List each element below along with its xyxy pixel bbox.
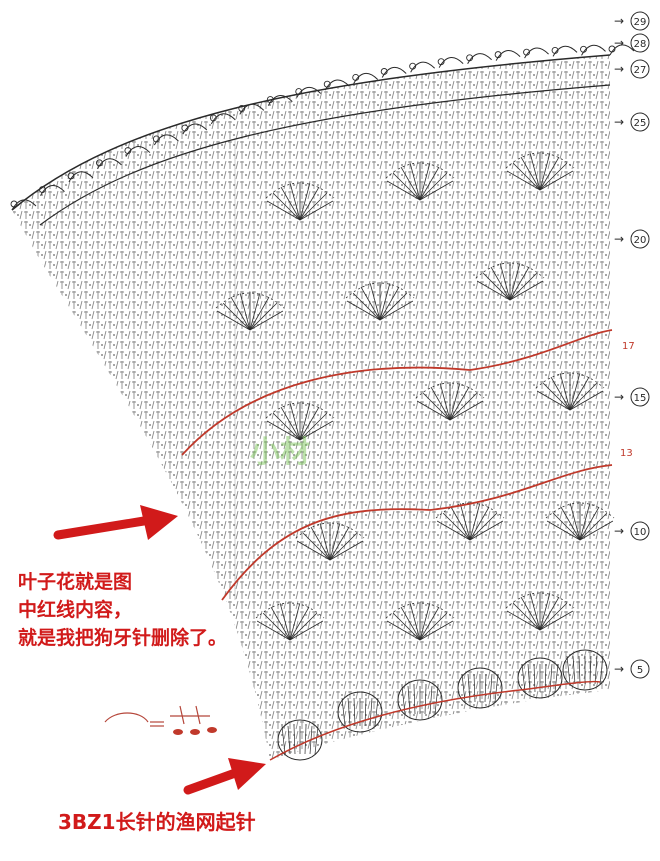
row-marker-13: 13 [620, 448, 633, 459]
right-arrow-icon: → [614, 524, 624, 538]
svg-text:5: 5 [637, 665, 643, 676]
right-arrow-icon: → [614, 14, 624, 28]
fan-stitches [215, 152, 615, 641]
row-marker-10: → 10 [614, 521, 650, 541]
svg-text:10: 10 [634, 527, 647, 538]
row-marker-20: → 20 [614, 229, 650, 249]
right-arrow-icon: → [614, 662, 624, 676]
right-arrow-icon: → [614, 36, 624, 50]
stitch-symbol-icon [104, 705, 217, 735]
leaf-flower-note: 叶子花就是图 中红线内容， 就是我把狗牙针删除了。 [18, 568, 227, 652]
right-arrow-icon [183, 758, 266, 795]
svg-text:15: 15 [634, 393, 647, 404]
right-arrow-icon: → [614, 390, 624, 404]
svg-text:29: 29 [634, 17, 647, 28]
row-marker-15: → 15 [614, 387, 650, 407]
svg-text:27: 27 [634, 65, 647, 76]
row-marker-25: → 25 [614, 112, 650, 132]
row-marker-17: 17 [622, 341, 635, 352]
svg-text:28: 28 [634, 39, 647, 50]
start-caption: 3BZ1长针的渔网起针 [58, 810, 256, 834]
right-arrow-icon: → [614, 232, 624, 246]
note-line: 中红线内容， [18, 599, 133, 621]
note-line: 就是我把狗牙针删除了。 [18, 627, 228, 649]
watermark: 小材 [250, 435, 310, 470]
svg-text:17: 17 [622, 341, 635, 352]
row-marker-28: → 28 [614, 33, 650, 53]
red-highlight-lines [181, 329, 613, 761]
svg-text:13: 13 [620, 448, 633, 459]
svg-text:25: 25 [634, 118, 647, 129]
row-marker-29: → 29 [614, 11, 650, 31]
right-arrow-icon: → [614, 115, 624, 129]
svg-text:20: 20 [634, 235, 647, 246]
right-arrow-icon [53, 505, 178, 540]
row-marker-27: → 27 [614, 59, 650, 79]
note-line: 叶子花就是图 [18, 571, 133, 593]
row-marker-5: → 5 [614, 659, 650, 679]
scalloped-edge [10, 44, 635, 211]
right-arrow-icon: → [614, 62, 624, 76]
chart-body [11, 54, 611, 760]
